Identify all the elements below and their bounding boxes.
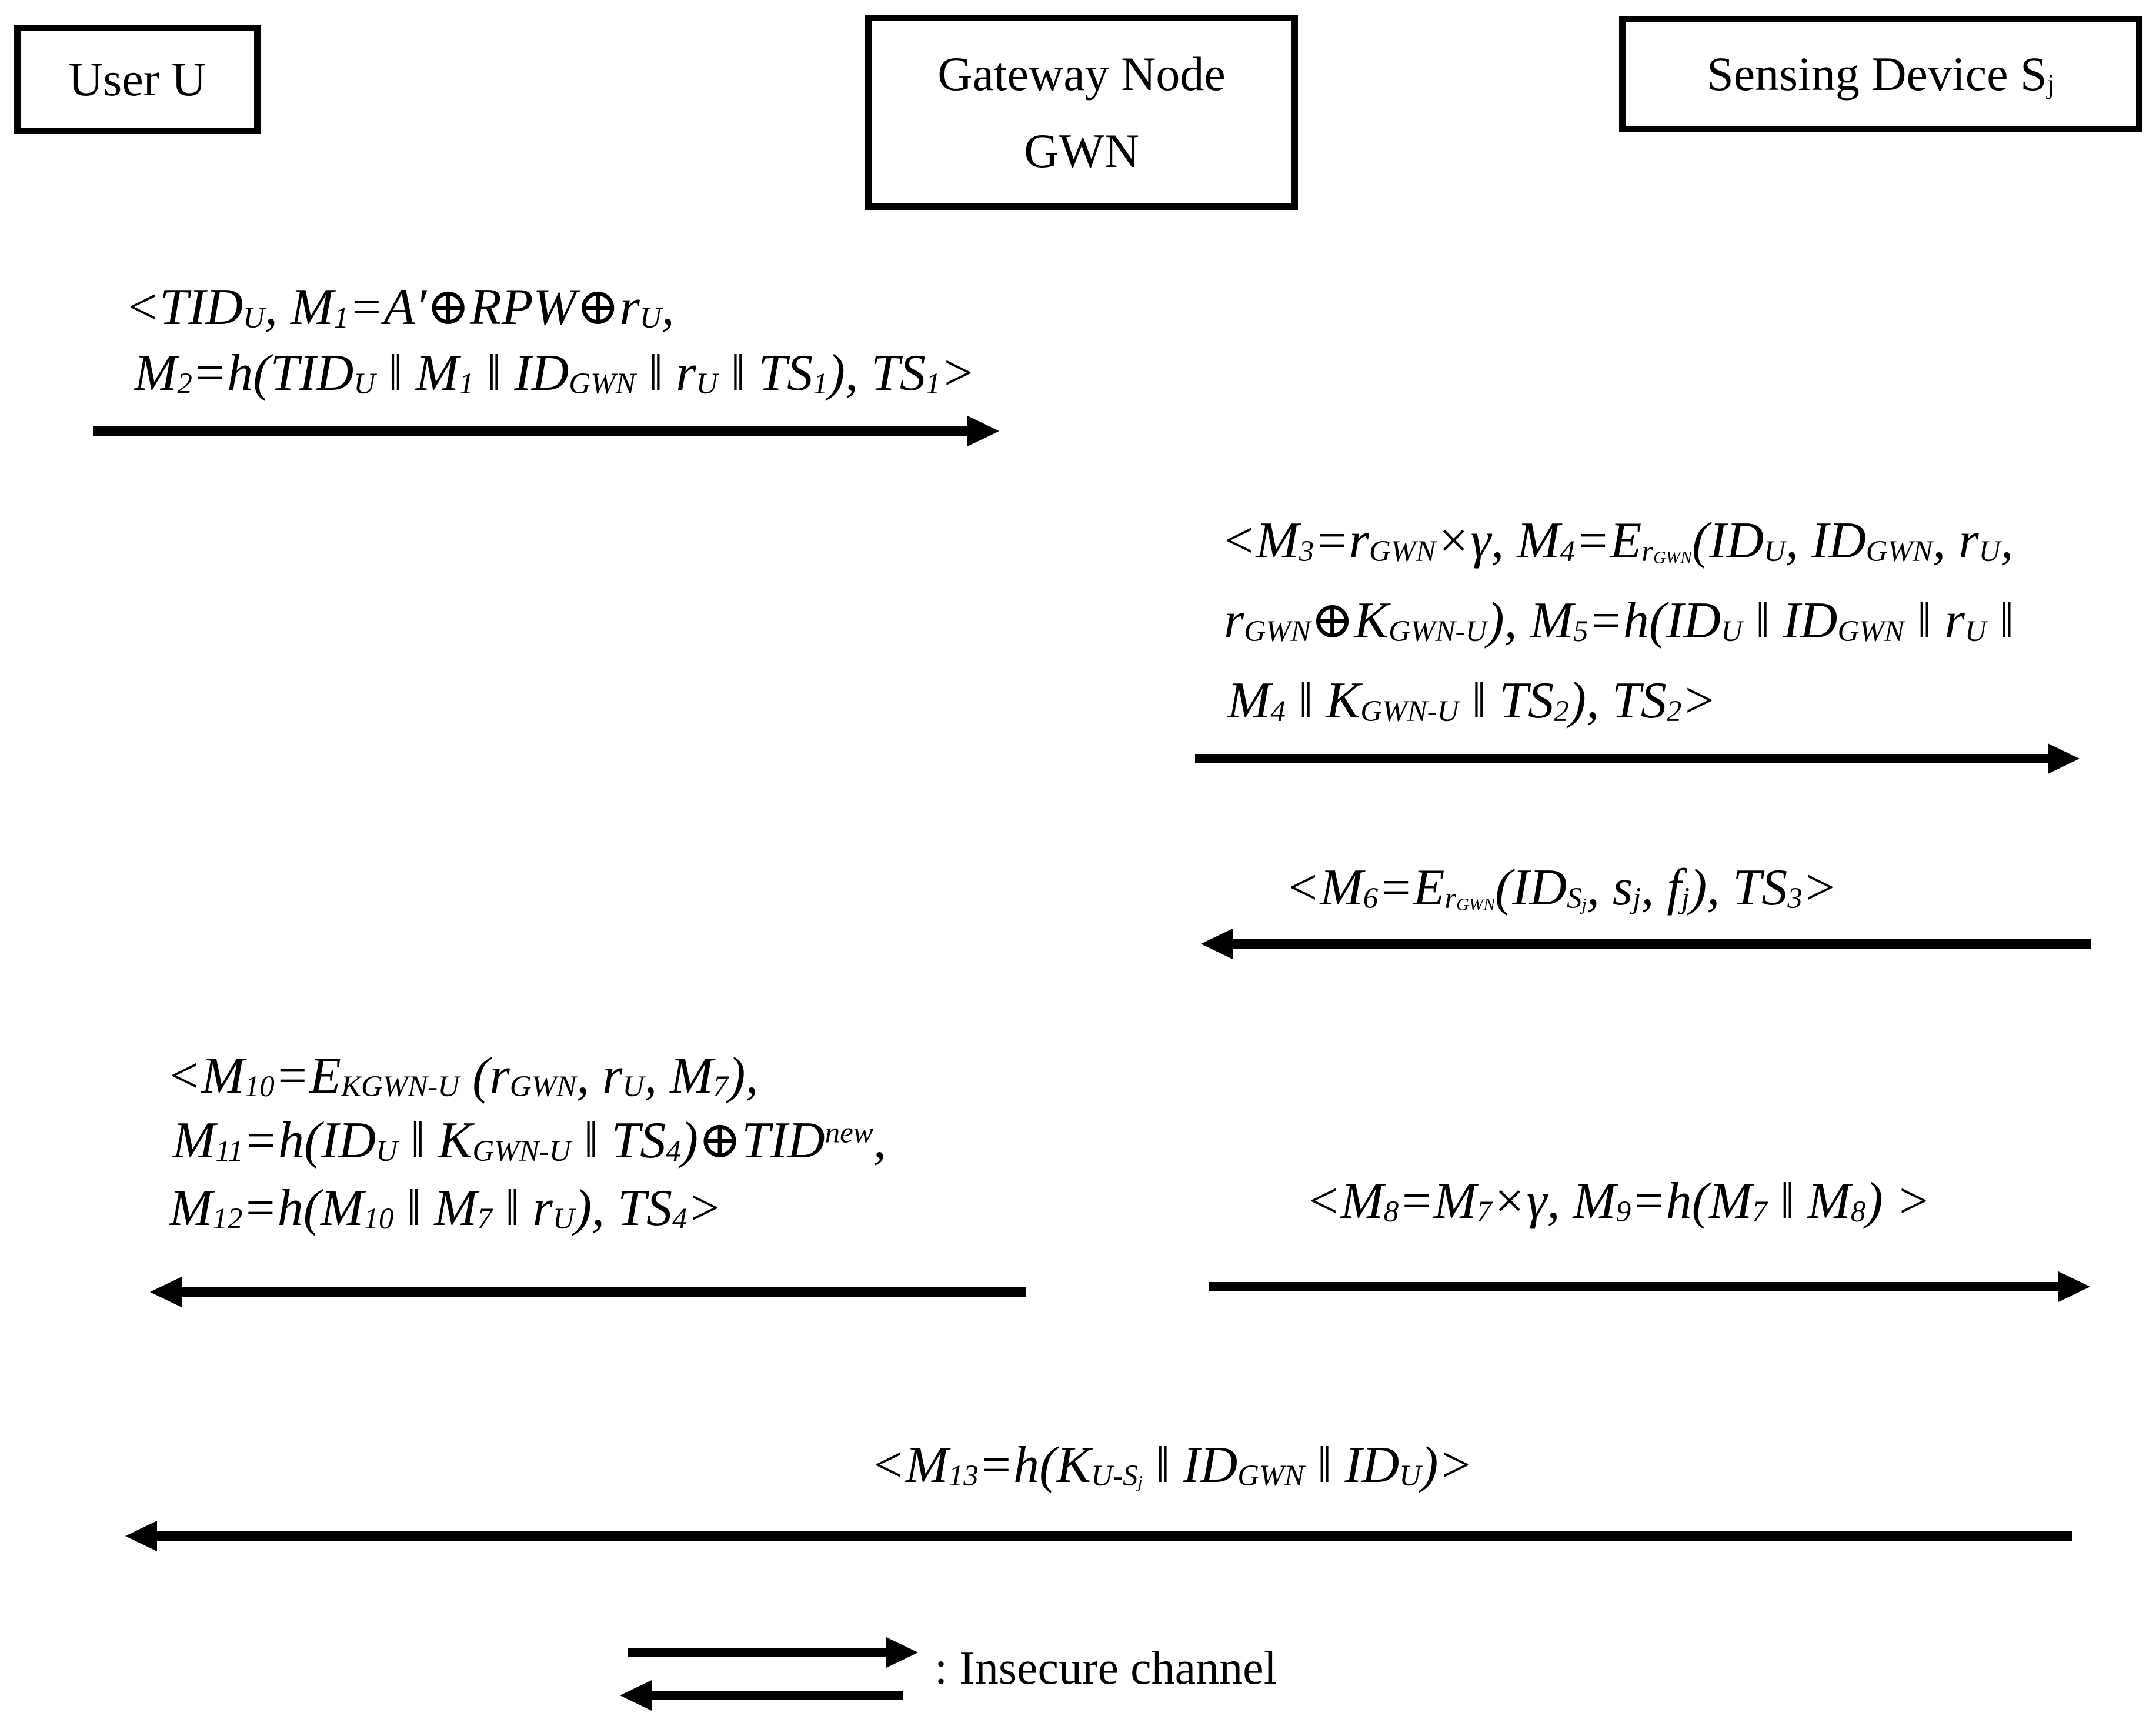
actor-box-user: User U — [14, 25, 261, 134]
actor-box-sensing-device: Sensing Device Sj — [1619, 16, 2142, 132]
message-3-text-line-1: <M6=ErGWN(IDSj, sj, fj), TS3> — [1285, 859, 1838, 916]
actor-box-gateway: Gateway Node GWN — [865, 15, 1298, 210]
actor-label-gateway-line2: GWN — [1024, 124, 1139, 178]
message-2-text-line-2: rGWN⊕KGWN-U), M5=h(IDU ‖ IDGWN ‖ rU ‖ — [1224, 592, 2014, 649]
actor-label-sensing-device: Sensing Device Sj — [1707, 47, 2055, 101]
message-2-text-line-3: M4 ‖ KGWN-U ‖ TS2), TS2> — [1227, 672, 1717, 729]
message-1-text-line-1: <TIDU, M1=A′⊕RPW⊕rU, — [125, 279, 675, 336]
arrow-sensor-to-gwn-head — [1201, 929, 1233, 959]
legend-arrow-left-line — [650, 1691, 903, 1700]
message-1-text-line-2: M2=h(TIDU ‖ M1 ‖ IDGWN ‖ rU ‖ TS1), TS1> — [134, 345, 976, 402]
arrow-gwn-to-sensor-2-head — [2058, 1271, 2090, 1302]
legend-arrow-left-head — [620, 1680, 652, 1711]
arrow-sensor-to-gwn-line — [1231, 939, 2091, 949]
arrow-sensor-to-user-line — [155, 1531, 2072, 1541]
legend-arrow-right-head — [886, 1637, 918, 1668]
arrow-user-to-gwn-head — [967, 416, 999, 446]
arrow-gwn-to-sensor-2-line — [1209, 1282, 2060, 1291]
arrow-sensor-to-user-head — [125, 1521, 157, 1551]
arrow-gwn-to-sensor-1-head — [2048, 743, 2080, 774]
legend-label: : Insecure channel — [935, 1642, 1277, 1694]
message-5-text-line-1: <M8=M7×γ, M9=h(M7 ‖ M8) > — [1306, 1173, 1931, 1230]
arrow-gwn-to-sensor-1-line — [1195, 754, 2049, 763]
legend-arrow-right-line — [628, 1648, 888, 1657]
message-2-text-line-1: <M3=rGWN×γ, M4=ErGWN(IDU, IDGWN, rU, — [1221, 512, 2014, 569]
arrow-gwn-to-user-head — [150, 1277, 182, 1307]
actor-label-gateway-line1: Gateway Node — [937, 46, 1226, 101]
arrow-gwn-to-user-line — [180, 1287, 1026, 1297]
arrow-user-to-gwn-line — [93, 426, 969, 436]
message-4-text-line-1: <M10=EKGWN-U (rGWN, rU, M7), — [166, 1047, 759, 1104]
message-4-text-line-2: M11=h(IDU ‖ KGWN-U ‖ TS4)⊕TIDnew, — [172, 1112, 886, 1169]
message-6-text-line-1: <M13=h(KU-Sj ‖ IDGWN ‖ IDU)> — [870, 1437, 1473, 1494]
message-4-text-line-3: M12=h(M10 ‖ M7 ‖ rU), TS4> — [169, 1180, 722, 1237]
actor-label-user: User U — [68, 52, 206, 106]
